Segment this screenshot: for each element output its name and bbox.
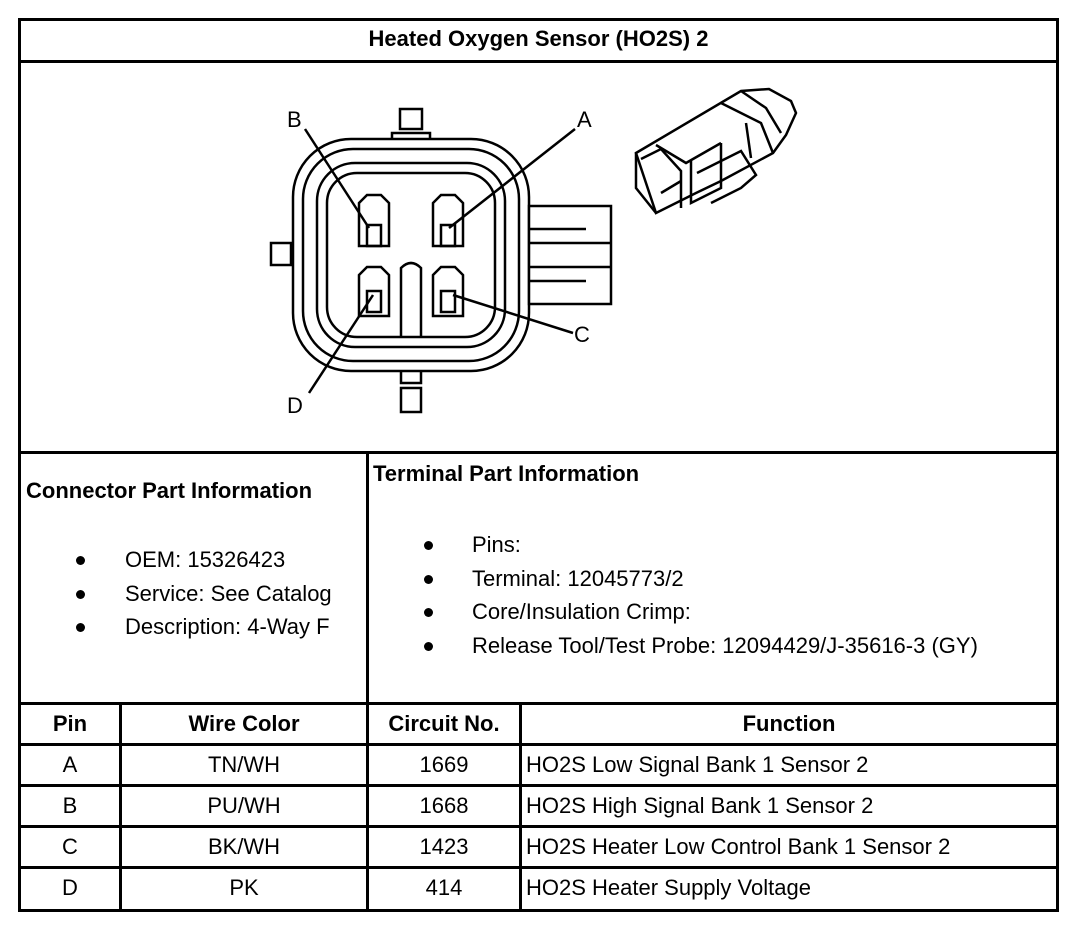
terminal-part-info: Terminal Part Information Pins: Terminal…	[373, 461, 978, 658]
pin-label-c: C	[574, 322, 590, 347]
connector-diagram: B A C D	[21, 63, 1056, 451]
page-title: Heated Oxygen Sensor (HO2S) 2	[18, 18, 1059, 63]
header-pin: Pin	[52, 711, 88, 736]
table-col-rule	[366, 705, 369, 909]
header-circuit-no: Circuit No.	[388, 711, 500, 736]
table-col-rule	[519, 705, 522, 909]
divider-info-vertical	[366, 454, 369, 702]
document-frame	[18, 18, 1059, 912]
header-function: Function	[742, 711, 836, 736]
divider-diagram-bottom	[18, 451, 1059, 454]
table-rule	[18, 866, 1059, 869]
header-wire-color: Wire Color	[188, 711, 300, 736]
pin-label-d: D	[287, 393, 303, 418]
bullet-icon	[424, 641, 433, 651]
connector-face-drawing: B A C D	[269, 87, 798, 418]
connector-info-heading: Connector Part Information	[26, 478, 313, 503]
pin-label-b: B	[287, 107, 302, 132]
bullet-icon	[76, 589, 85, 599]
table-row: D PK 414 HO2S Heater Supply Voltage	[62, 875, 811, 900]
bullet-icon	[424, 541, 433, 550]
divider-info-bottom	[18, 702, 1059, 705]
connector-part-info: Connector Part Information OEM: 15326423…	[26, 478, 332, 639]
table-row: B PU/WH 1668 HO2S High Signal Bank 1 Sen…	[62, 793, 874, 818]
table-header-row: Pin Wire Color Circuit No. Function	[21, 705, 1056, 743]
bullet-icon	[424, 574, 433, 584]
bullet-icon	[424, 608, 433, 617]
table-row: A TN/WH 1669 HO2S Low Signal Bank 1 Sens…	[62, 752, 869, 777]
terminal-info-heading: Terminal Part Information	[373, 461, 640, 486]
table-rule	[18, 825, 1059, 828]
pin-label-a: A	[577, 107, 592, 132]
table-col-rule	[119, 705, 122, 909]
bullet-icon	[76, 556, 85, 565]
bullet-icon	[76, 623, 85, 632]
table-row: C BK/WH 1423 HO2S Heater Low Control Ban…	[62, 834, 951, 859]
table-rule	[18, 784, 1059, 787]
table-rule	[18, 743, 1059, 746]
